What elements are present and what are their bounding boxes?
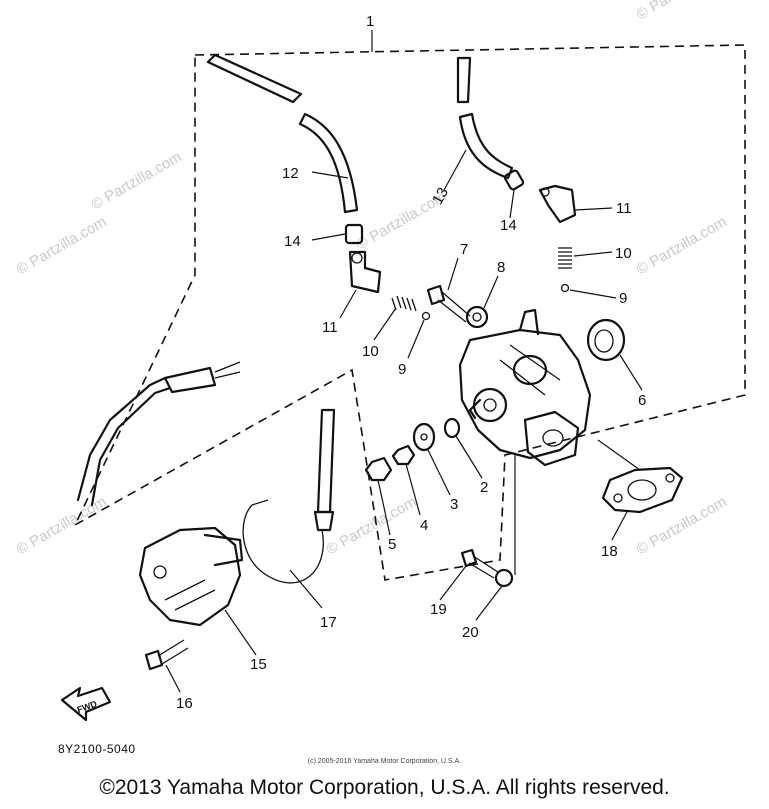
leader-lines <box>165 149 643 693</box>
hose-13 <box>456 56 514 180</box>
cable-assembly <box>76 361 241 507</box>
part-number: 7 <box>460 241 468 258</box>
plate-3 <box>412 422 436 452</box>
diagram-code: 8Y2100-5040 <box>58 742 136 756</box>
part-number: 19 <box>430 601 447 618</box>
watermark: © Partzilla.com <box>14 493 110 558</box>
part-number: 17 <box>320 614 337 631</box>
watermark: © Partzilla.com <box>324 493 420 558</box>
part-number: 11 <box>616 200 632 217</box>
part-number: 9 <box>619 290 627 307</box>
part-number: 10 <box>615 245 632 262</box>
clamp-14-left <box>344 223 364 245</box>
bolt-19 <box>460 548 499 579</box>
part-number: 16 <box>176 695 193 712</box>
cable-17 <box>242 408 336 584</box>
bolt-16 <box>144 639 189 671</box>
oil-pump-body <box>458 308 592 467</box>
part-number: 8 <box>497 259 505 276</box>
part-number: 20 <box>462 624 479 641</box>
part-number: 10 <box>362 343 379 360</box>
watermark: © Partzilla.com <box>89 148 185 213</box>
assembly-boundary-dashed <box>73 44 746 581</box>
pump-cover-15 <box>138 526 244 627</box>
watermark: © Partzilla.com <box>634 0 730 23</box>
part-number: 6 <box>638 392 646 409</box>
washer-20 <box>494 568 514 588</box>
part-number: 14 <box>284 233 301 250</box>
part-number: 3 <box>450 496 458 513</box>
oil-seal-6 <box>586 318 626 362</box>
part-number: 13 <box>429 185 452 208</box>
o-ring-9-left <box>421 311 431 321</box>
bolt-7 <box>426 284 471 323</box>
copyright-footer: ©2013 Yamaha Motor Corporation, U.S.A. A… <box>99 776 670 799</box>
watermark: © Partzilla.com <box>14 213 110 278</box>
watermark: © Partzilla.com <box>634 493 730 558</box>
forward-arrow-icon: FWD <box>60 686 112 722</box>
part-number: 12 <box>282 165 299 182</box>
watermark: © Partzilla.com <box>634 213 730 278</box>
nut-5 <box>364 456 393 482</box>
spring-10-left <box>391 295 417 312</box>
part-number: 1 <box>366 13 374 30</box>
spring-10-right <box>558 247 572 269</box>
nut-4 <box>391 444 416 466</box>
o-ring-9-right <box>560 283 570 293</box>
part-number: 15 <box>250 656 267 673</box>
fitting-11-right <box>538 184 577 224</box>
part-number: 14 <box>500 217 517 234</box>
fitting-11-left <box>348 250 382 294</box>
part-number-labels: 1 2 3 4 5 6 7 8 9 9 10 10 11 11 12 13 14… <box>176 13 646 712</box>
hose-12 <box>206 53 359 214</box>
gasket-18 <box>601 466 684 514</box>
part-number: 2 <box>480 479 488 496</box>
part-number: 9 <box>398 361 406 378</box>
washer-8 <box>465 305 489 329</box>
part-number: 4 <box>420 517 428 534</box>
part-number: 5 <box>388 536 396 553</box>
part-number: 18 <box>601 543 618 560</box>
part-number: 11 <box>322 319 338 336</box>
small-copyright-notice: (c) 2005-2016 Yamaha Motor Corporation, … <box>307 758 462 765</box>
clamp-14-right <box>503 169 525 191</box>
washer-2 <box>443 417 461 439</box>
